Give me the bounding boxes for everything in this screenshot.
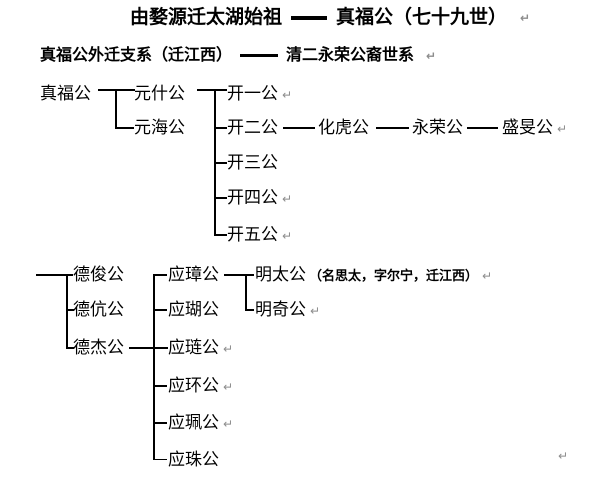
subtitle-branch-text: 真福公外迁支系（迁江西） (40, 47, 233, 64)
connector-line (214, 197, 227, 199)
node-yuanhaigong: 元海公 (134, 118, 185, 137)
connector-line (66, 309, 74, 311)
title-origin-text: 由婺源迁太湖始祖 (130, 7, 283, 28)
node-label: 应珮公 (168, 413, 219, 432)
node-yingliangong: 应琏公 ↵ (168, 339, 233, 357)
connector-line (153, 422, 167, 424)
node-dejungong: 德俊公 (73, 265, 124, 284)
paragraph-return-icon: ↵ (223, 342, 234, 356)
connector-line (153, 274, 155, 460)
paragraph-return-icon: ↵ (282, 229, 293, 243)
subtitle-lineage-text: 清二永荣公裔世系 (286, 47, 415, 64)
node-shengmingong: 盛旻公 ↵ (502, 119, 567, 137)
paragraph-return-icon: ↵ (223, 380, 234, 394)
connector-line (66, 347, 74, 349)
node-yuanshigong: 元什公 (134, 84, 185, 103)
connector-line (153, 274, 167, 276)
page-title: 由婺源迁太湖始祖 真福公（七十九世） ↵ (130, 7, 530, 29)
connector-line (283, 127, 315, 129)
node-label: 盛旻公 (502, 118, 553, 137)
connector-line (66, 274, 68, 349)
node-yinghuangong: 应环公 ↵ (168, 377, 233, 395)
connector-line (153, 385, 167, 387)
node-kaiwugong: 开五公 ↵ (227, 226, 292, 244)
connector-line (467, 127, 498, 129)
node-label: 应环公 (168, 376, 219, 395)
node-mingqigong: 明奇公 ↵ (255, 301, 320, 319)
node-yingzhugong: 应珠公 (168, 450, 219, 469)
paragraph-return-icon: ↵ (558, 449, 569, 463)
paragraph-return-icon: ↵ (282, 88, 293, 102)
connector-line (214, 127, 227, 129)
connector-line (376, 127, 409, 129)
node-kaiergong: 开二公 (227, 118, 278, 137)
paragraph-return-icon: ↵ (557, 122, 568, 136)
node-yongronggong: 永荣公 (412, 118, 463, 137)
node-label: 应琏公 (168, 338, 219, 357)
connector-line (153, 309, 167, 311)
connector-line (98, 89, 135, 91)
paragraph-return-icon: ↵ (223, 417, 234, 431)
connector-line (214, 234, 227, 236)
connector-line (115, 89, 117, 128)
node-label: 开五公 (227, 225, 278, 244)
page-subtitle: 真福公外迁支系（迁江西） 清二永荣公裔世系 ↵ (40, 46, 436, 65)
node-yingzhanggong: 应璋公 (168, 265, 219, 284)
node-dejiegong: 德杰公 (73, 338, 124, 357)
paragraph-return-icon: ↵ (282, 192, 293, 206)
subtitle-dash-line (240, 54, 279, 57)
connector-line (197, 89, 227, 91)
paragraph-return-icon: ↵ (426, 48, 437, 63)
node-kaiyigong: 开一公 ↵ (227, 85, 292, 103)
mingtaigong-note: （名思太，字尔宁，迁江西） (309, 268, 479, 283)
paragraph-return-icon: ↵ (482, 269, 493, 283)
node-dekanggong: 德伉公 (73, 300, 124, 319)
node-label: 开一公 (227, 84, 278, 103)
title-dash-line (291, 16, 328, 20)
connector-line (36, 274, 73, 276)
node-label: 明太公 (255, 265, 306, 284)
connector-line (115, 127, 134, 129)
connector-line (245, 309, 254, 311)
connector-line (224, 274, 254, 276)
node-label: 明奇公 (255, 300, 306, 319)
connector-line (214, 162, 227, 164)
connector-line (129, 347, 168, 349)
paragraph-return-icon: ↵ (520, 11, 531, 25)
paragraph-return-icon: ↵ (310, 304, 321, 318)
node-huahugong: 化虎公 (318, 118, 369, 137)
node-yinghugong: 应瑚公 (168, 300, 219, 319)
node-mingtaigong: 明太公（名思太，字尔宁，迁江西）↵ (255, 266, 492, 285)
node-zhenfugong: 真福公 (40, 84, 91, 103)
connector-line (153, 458, 167, 460)
node-label: 开四公 (227, 188, 278, 207)
title-ancestor-text: 真福公（七十九世） (336, 7, 508, 28)
connector-line (245, 274, 247, 310)
node-yingpeigong: 应珮公 ↵ (168, 414, 233, 432)
node-kaisangong: 开三公 (227, 153, 278, 172)
node-kaisigong: 开四公 ↵ (227, 189, 292, 207)
